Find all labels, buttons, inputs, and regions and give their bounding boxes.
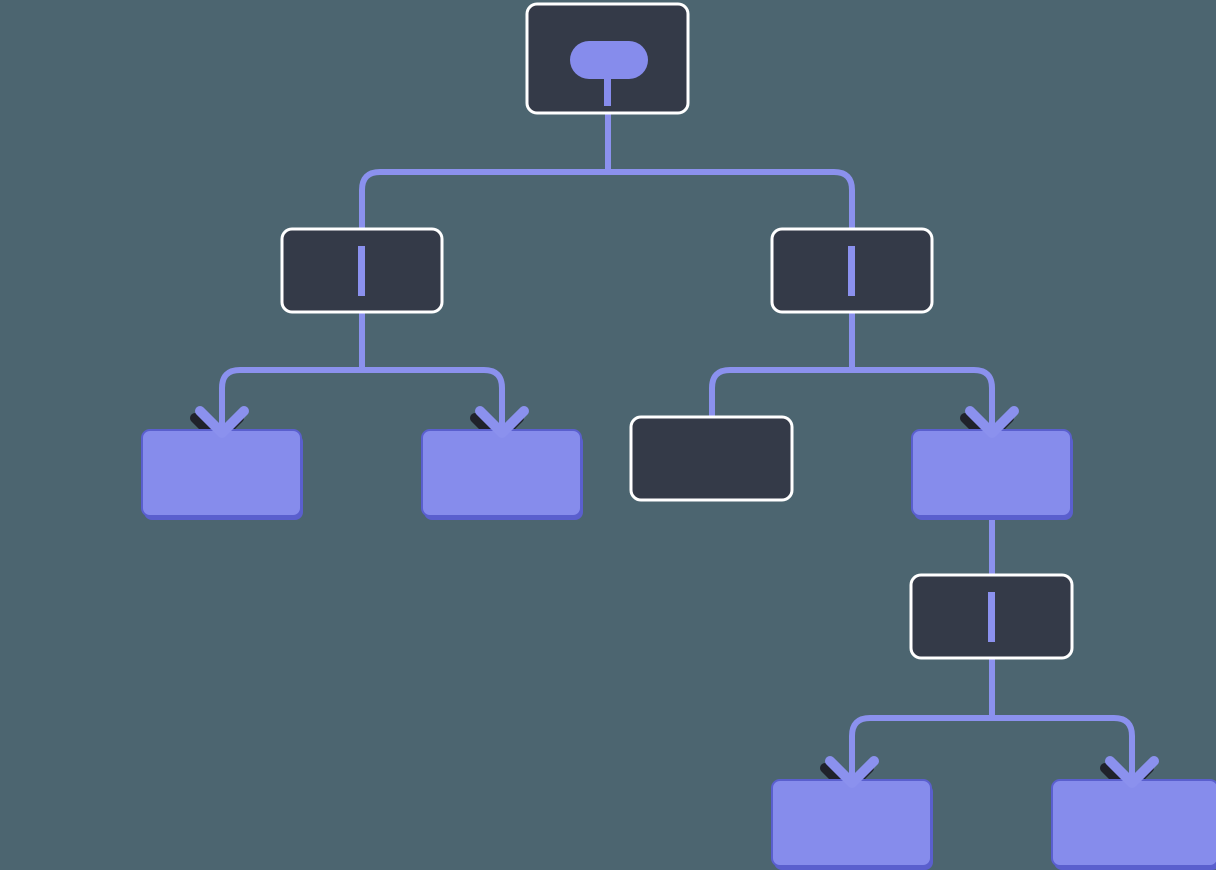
node-leaf-2[interactable]	[421, 429, 583, 520]
arrow-head-layer	[195, 406, 1159, 788]
node-root[interactable]	[525, 2, 690, 115]
node-leaf-5[interactable]	[771, 779, 933, 870]
edge-edge-left-branch-to-leaf-2	[362, 367, 505, 433]
arrow-head-edge-dark-node-to-leaf-5	[825, 756, 879, 788]
node-branch-left[interactable]	[280, 227, 444, 314]
node-body	[771, 779, 932, 867]
node-body	[1051, 779, 1216, 867]
node-body	[421, 429, 582, 517]
node-dark-leaf-3[interactable]	[629, 415, 794, 502]
node-layer	[141, 2, 1216, 870]
node-leaf-6[interactable]	[1051, 779, 1216, 870]
node-body	[911, 429, 1072, 517]
arrow-head-edge-left-branch-to-leaf-2	[475, 406, 529, 438]
edge-edge-left-branch-to-leaf-1	[219, 367, 362, 433]
edge-edge-right-branch-to-accent-branch	[852, 367, 995, 433]
node-through-line	[988, 592, 995, 642]
node-leaf-1[interactable]	[141, 429, 303, 520]
edge-edge-right-branch-to-dark-leaf	[709, 367, 852, 418]
node-through-line	[358, 246, 365, 296]
edge-edge-root-to-right-branch	[608, 169, 855, 229]
node-body	[629, 415, 794, 502]
node-through-line	[848, 246, 855, 296]
edge-edge-root-to-left-branch	[359, 169, 608, 229]
node-branch-right[interactable]	[770, 227, 934, 314]
arrow-head-edge-left-branch-to-leaf-1	[195, 406, 249, 438]
node-accent-branch-4[interactable]	[911, 429, 1073, 520]
arrow-head-edge-right-branch-to-accent-branch	[965, 406, 1019, 438]
arrow-head-edge-dark-node-to-leaf-6	[1105, 756, 1159, 788]
node-body	[141, 429, 302, 517]
edge-edge-dark-node-to-leaf-6	[992, 715, 1135, 783]
edge-edge-dark-node-to-leaf-5	[849, 715, 992, 783]
node-inner-stem	[604, 60, 611, 106]
node-dark-node-5[interactable]	[909, 573, 1074, 660]
